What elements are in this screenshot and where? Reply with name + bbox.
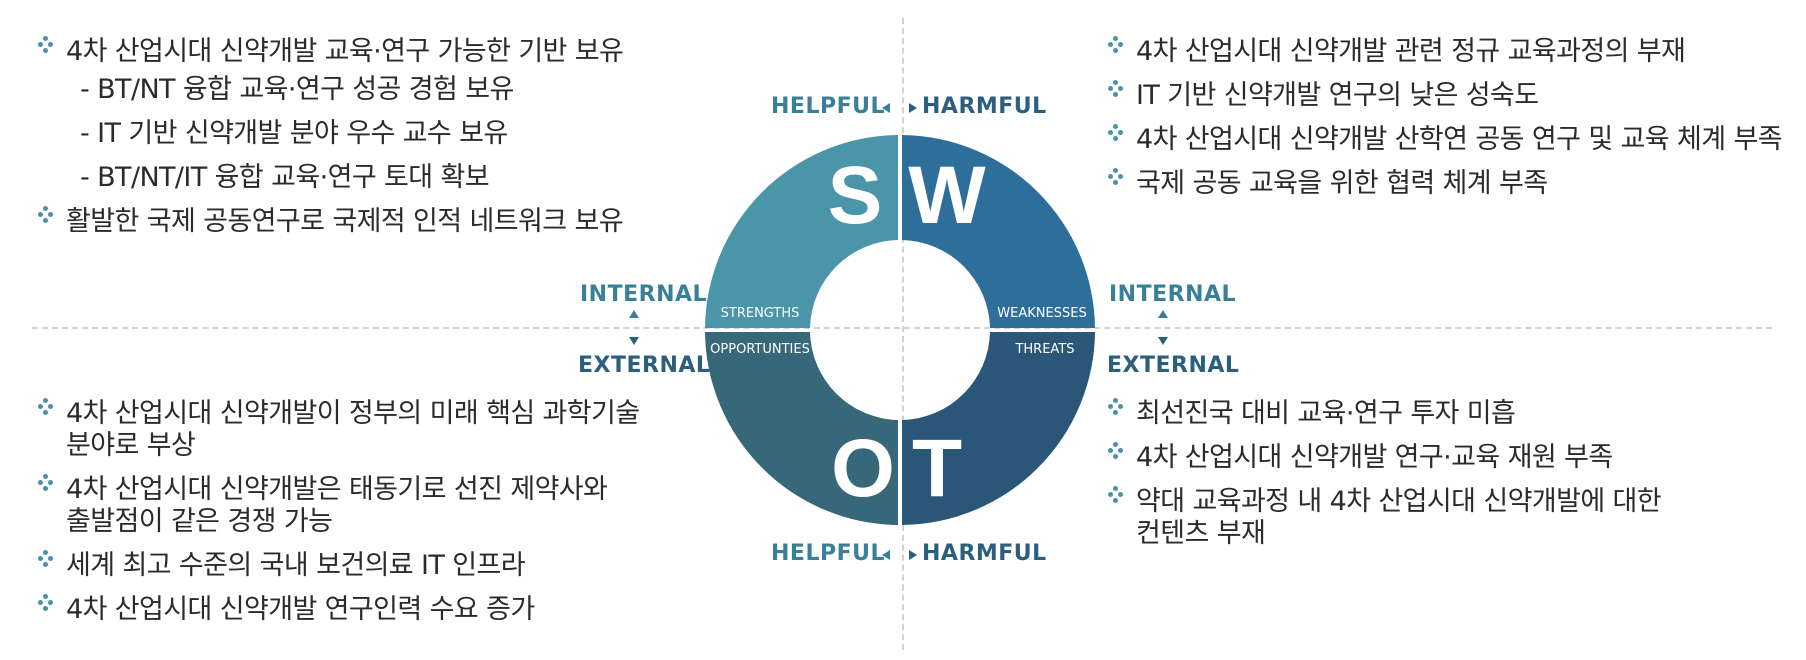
- helpful-label-bottom: HELPFUL: [771, 541, 885, 566]
- internal-label-left: INTERNAL: [580, 282, 708, 307]
- threats-list: 최선진국 대비 교육·연구 투자 미흡 4차 산업시대 신약개발 연구·교육 재…: [1108, 398, 1662, 562]
- external-label-left: EXTERNAL: [578, 353, 711, 378]
- threat-item: 4차 산업시대 신약개발 연구·교육 재원 부족: [1136, 442, 1613, 473]
- strengths-quadrant: [705, 135, 898, 328]
- threats-quadrant: [902, 332, 1095, 525]
- harmful-label-top: HARMFUL: [922, 94, 1047, 119]
- strength-item: 활발한 국제 공동연구로 국제적 인적 네트워크 보유: [66, 206, 624, 237]
- weakness-item: 4차 산업시대 신약개발 산학연 공동 연구 및 교육 체계 부족: [1136, 124, 1783, 155]
- arrow-left-icon: [882, 103, 890, 113]
- list-item: 4차 산업시대 신약개발 연구인력 수요 증가: [38, 594, 640, 626]
- opportunity-line: 분야로 부상: [66, 430, 196, 461]
- list-item: 최선진국 대비 교육·연구 투자 미흡: [1108, 398, 1661, 430]
- bullet-icon: [1108, 36, 1136, 66]
- strength-item: 4차 산업시대 신약개발 교육·연구 가능한 기반 보유: [66, 36, 624, 67]
- strengths-label: STRENGTHS: [721, 306, 800, 321]
- opportunity-line: 4차 산업시대 신약개발은 태동기로 선진 제약사와: [66, 474, 608, 505]
- bullet-icon: [38, 206, 66, 236]
- opportunities-letter: O: [831, 423, 895, 514]
- list-item: 국제 공동 교육을 위한 협력 체계 부족: [1108, 168, 1782, 200]
- arrow-up-icon: [629, 310, 639, 318]
- arrow-right-icon: [909, 103, 917, 113]
- strength-subitem: - IT 기반 신약개발 분야 우수 교수 보유: [80, 118, 508, 149]
- vertical-divider: [902, 18, 904, 650]
- bullet-icon: [38, 474, 66, 504]
- opportunity-item: 4차 산업시대 신약개발 연구인력 수요 증가: [66, 594, 535, 625]
- swot-ring: S W O T STRENGTHS WEAKNESSES OPPORTUNTIE…: [705, 135, 1095, 525]
- strengths-letter: S: [828, 150, 883, 241]
- list-item: 4차 산업시대 신약개발 관련 정규 교육과정의 부재: [1108, 36, 1782, 68]
- list-item: 활발한 국제 공동연구로 국제적 인적 네트워크 보유: [38, 206, 624, 238]
- opportunities-quadrant: [705, 332, 898, 525]
- list-item: 4차 산업시대 신약개발 산학연 공동 연구 및 교육 체계 부족: [1108, 124, 1783, 156]
- helpful-label-top: HELPFUL: [771, 94, 885, 119]
- weakness-item: 국제 공동 교육을 위한 협력 체계 부족: [1136, 168, 1548, 199]
- bullet-icon: [38, 594, 66, 624]
- harmful-label-bottom: HARMFUL: [922, 541, 1047, 566]
- arrow-left-icon: [882, 550, 890, 560]
- arrow-down-icon: [1158, 337, 1168, 345]
- bullet-icon: [38, 398, 66, 428]
- bullet-icon: [38, 36, 66, 66]
- bullet-icon: [1108, 442, 1136, 472]
- weaknesses-quadrant: [902, 135, 1095, 328]
- list-item: 4차 산업시대 신약개발 연구·교육 재원 부족: [1108, 442, 1661, 474]
- arrow-up-icon: [1158, 310, 1168, 318]
- weaknesses-label: WEAKNESSES: [997, 306, 1086, 321]
- bullet-icon: [1108, 398, 1136, 428]
- threat-line: 컨텐츠 부재: [1136, 518, 1266, 549]
- opportunity-line: 4차 산업시대 신약개발이 정부의 미래 핵심 과학기술: [66, 398, 640, 429]
- threats-letter: T: [912, 423, 962, 514]
- opportunity-item: 세계 최고 수준의 국내 보건의료 IT 인프라: [66, 550, 526, 581]
- weakness-item: 4차 산업시대 신약개발 관련 정규 교육과정의 부재: [1136, 36, 1686, 67]
- strength-subitem: - BT/NT 융합 교육·연구 성공 경험 보유: [80, 74, 514, 105]
- threat-line: 약대 교육과정 내 4차 산업시대 신약개발에 대한: [1136, 486, 1662, 517]
- weaknesses-letter: W: [908, 150, 986, 241]
- external-label-right: EXTERNAL: [1107, 353, 1240, 378]
- threats-label: THREATS: [1014, 342, 1074, 357]
- weakness-item: IT 기반 신약개발 연구의 낮은 성숙도: [1136, 80, 1539, 111]
- strengths-list: 4차 산업시대 신약개발 교육·연구 가능한 기반 보유 - BT/NT 융합 …: [38, 36, 624, 250]
- bullet-icon: [1108, 486, 1136, 516]
- internal-label-right: INTERNAL: [1109, 282, 1237, 307]
- bullet-icon: [1108, 124, 1136, 154]
- opportunities-label: OPPORTUNTIES: [710, 342, 810, 357]
- arrow-right-icon: [909, 550, 917, 560]
- weaknesses-list: 4차 산업시대 신약개발 관련 정규 교육과정의 부재 IT 기반 신약개발 연…: [1108, 36, 1783, 212]
- opportunity-line: 출발점이 같은 경쟁 가능: [66, 506, 333, 537]
- strength-subitem: - BT/NT/IT 융합 교육·연구 토대 확보: [80, 162, 490, 193]
- threat-item: 최선진국 대비 교육·연구 투자 미흡: [1136, 398, 1516, 429]
- arrow-down-icon: [629, 337, 639, 345]
- list-item: 4차 산업시대 신약개발 교육·연구 가능한 기반 보유: [38, 36, 624, 68]
- list-item: IT 기반 신약개발 연구의 낮은 성숙도: [1108, 80, 1782, 112]
- bullet-icon: [1108, 80, 1136, 110]
- list-item: 세계 최고 수준의 국내 보건의료 IT 인프라: [38, 550, 640, 582]
- bullet-icon: [38, 550, 66, 580]
- bullet-icon: [1108, 168, 1136, 198]
